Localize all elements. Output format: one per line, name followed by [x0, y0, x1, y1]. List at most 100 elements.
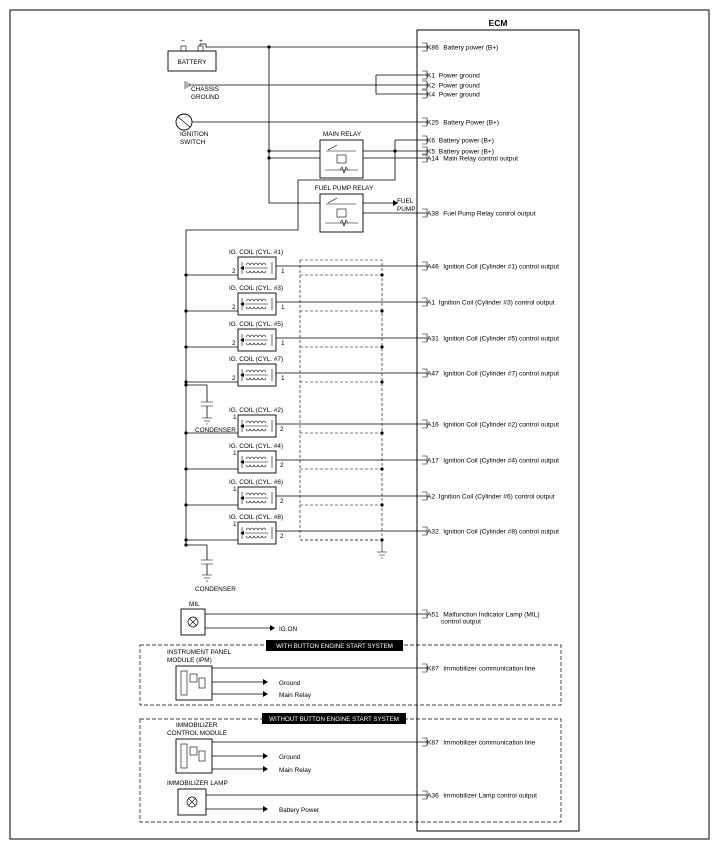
ecm-pin-code: A16: [427, 421, 439, 428]
ecm-pin-description: Immobilizer communication line: [443, 739, 535, 746]
ignition-coil-right-pin: 2: [280, 533, 284, 540]
immo-lamp-battery-power-label: Battery Power: [279, 807, 320, 814]
immo-module-label-1: IMMOBILIZER: [176, 722, 218, 729]
ecm-pin-description: Battery power (B+): [443, 44, 498, 51]
ecm-pin: A17 Ignition Coil (Cylinder #4) control o…: [422, 455, 559, 465]
ecm-pin-code: K87: [427, 665, 439, 672]
ignition-coil-left-pin: 2: [232, 375, 236, 382]
ecm-pin: A32 Ignition Coil (Cylinder #8) control o…: [422, 526, 559, 536]
ecm-pin-description: Ignition Coil (Cylinder #8) control outp…: [443, 528, 559, 535]
ipm-label-1: INSTRUMENT PANEL: [167, 649, 231, 656]
without-button-banner: [262, 713, 406, 724]
ecm-pin-description: Immobilizer Lamp control output: [443, 792, 537, 799]
ecm-pin-description: Main Relay control output: [443, 155, 518, 162]
ecm-pin: A46 Ignition Coil (Cylinder #1) control o…: [422, 261, 559, 271]
ecm-pin: K6 Battery power (B+): [422, 135, 494, 144]
chassis-ground-label-1: CHASSIS: [191, 86, 219, 93]
ecm-pin: A14 Main Relay control output: [422, 153, 518, 162]
ecm-pin: A47 Ignition Coil (Cylinder #7) control o…: [422, 368, 559, 378]
ignition-coil-right-pin: 1: [281, 340, 285, 347]
immo-ground-label: Ground: [279, 754, 301, 761]
condenser-label-1: CONDENSER: [195, 427, 236, 434]
ignition-coil-left-pin: 1: [233, 521, 237, 528]
ignition-coil-label: IG. COIL (CYL. #2): [229, 407, 283, 414]
main-relay-label: MAIN RELAY: [323, 131, 362, 138]
condenser-label-2: CONDENSER: [195, 586, 236, 593]
ecm-pin-code: A2: [427, 493, 435, 500]
fuel-pump-label-1: FUEL: [397, 198, 414, 205]
ipm-module: [175, 665, 213, 701]
ecm-title: ECM: [489, 18, 508, 28]
chassis-ground-symbol: CHASSIS GROUND: [184, 81, 376, 101]
ignition-coil-label: IG. COIL (CYL. #7): [229, 356, 283, 363]
ecm-pin-description: Battery power (B+): [439, 137, 494, 144]
immo-lamp-label: IMMOBILIZER LAMP: [167, 780, 228, 787]
ignition-coil-right-pin: 1: [281, 375, 285, 382]
ecm-pin-description: Ignition Coil (Cylinder #4) control outp…: [443, 457, 559, 464]
ignition-coil-left-pin: 2: [232, 340, 236, 347]
fuel-pump-label-2: PUMP: [397, 206, 415, 213]
ignition-coil-left-pin: 1: [233, 414, 237, 421]
ecm-pin-code: A36: [427, 792, 439, 799]
ecm-pin: A36 Immobilizer Lamp control output: [422, 790, 537, 800]
ecm-pin-code: K1: [427, 72, 435, 79]
fuel-pump-relay: [319, 193, 364, 233]
ecm-pin-code: A46: [427, 263, 439, 270]
ignition-coil-right-pin: 1: [281, 268, 285, 275]
ignition-coil-right-pin: 2: [280, 462, 284, 469]
ecm-pin-description: Ignition Coil (Cylinder #5) control outp…: [443, 335, 559, 342]
battery-plus-label: +: [199, 38, 203, 45]
ecm-pin-code: A47: [427, 370, 439, 377]
ecm-pin-code: K6: [427, 137, 435, 144]
ignition-coil-left-pin: 1: [233, 450, 237, 457]
immobilizer-control-module: [175, 738, 213, 774]
ignition-coil-label: IG. COIL (CYL. #8): [229, 514, 283, 521]
ignition-coil: IG. COIL (CYL. #7) 2 1: [184, 356, 427, 387]
ecm-pin-code: A14: [427, 155, 439, 162]
ignition-coil: IG. COIL (CYL. #5) 2 1: [184, 321, 427, 352]
ignition-coil-left-pin: 1: [233, 486, 237, 493]
main-relay: [319, 139, 364, 179]
condenser-1: CONDENSER: [184, 383, 236, 434]
ipm-main-relay-label: Main Relay: [279, 692, 312, 699]
ecm-pin-code: A1: [427, 299, 435, 306]
ignition-coil-label: IG. COIL (CYL. #3): [229, 285, 283, 292]
with-button-banner: [266, 640, 403, 651]
ecm-pin-code: A51: [427, 611, 439, 618]
ignition-coil-right-pin: 2: [280, 426, 284, 433]
ecm-pin-description: Power ground: [439, 91, 480, 98]
ecm-pin-code: A17: [427, 457, 439, 464]
ignition-coil-right-pin: 2: [280, 498, 284, 505]
ignition-coil: IG. COIL (CYL. #2)1 2: [184, 407, 427, 438]
battery-minus-label: −: [181, 38, 185, 45]
ignition-switch-label-2: SWITCH: [180, 139, 206, 146]
ecm-pin-code: K5: [427, 148, 435, 155]
ecm-pin-description: Battery Power (B+): [443, 119, 499, 126]
ecm-pin-description: Malfunction Indicator Lamp (MIL): [443, 611, 539, 618]
ecm-pin-description: Ignition Coil (Cylinder #7) control outp…: [443, 370, 559, 377]
ignition-coil-label: IG. COIL (CYL. #6): [229, 479, 283, 486]
ecm-pin-code: A32: [427, 528, 439, 535]
ecm-pin-description: Ignition Coil (Cylinder #1) control outp…: [443, 263, 559, 270]
mil-lamp: [180, 608, 206, 636]
ignition-coil-label: IG. COIL (CYL. #4): [229, 443, 283, 450]
ignition-coil-label: IG. COIL (CYL. #5): [229, 321, 283, 328]
ignition-coil: IG. COIL (CYL. #4)1 2: [184, 443, 427, 474]
immo-module-label-2: CONTROL MODULE: [167, 730, 227, 737]
